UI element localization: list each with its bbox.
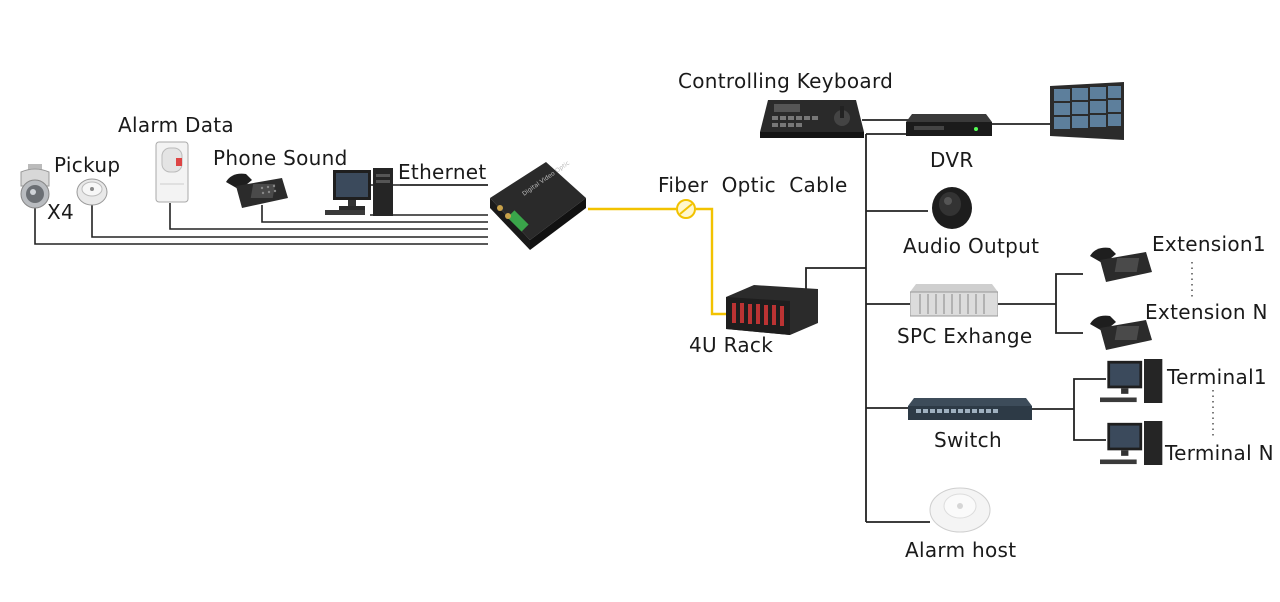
label-terminal-1: Terminal1 (1167, 365, 1267, 389)
label-switch: Switch (934, 428, 1002, 452)
desk-phone-icon (1090, 247, 1152, 282)
optical-transceiver-icon: Digital Video Optic (490, 160, 586, 250)
label-x4: X4 (47, 200, 75, 224)
alarm-detector-icon (155, 141, 189, 203)
label-controlling-keyboard: Controlling Keyboard (678, 69, 894, 93)
label-pickup: Pickup (54, 153, 121, 177)
pickup-microphone-icon (76, 178, 108, 206)
desk-phone-icon (226, 173, 288, 208)
label-phone-sound: Phone Sound (213, 146, 348, 170)
label-audio-output: Audio Output (903, 234, 1040, 258)
desktop-computer-icon (325, 168, 393, 216)
label-terminal-n: Terminal N (1165, 441, 1274, 465)
label-dvr: DVR (930, 148, 974, 172)
dvr-recorder-icon (906, 114, 992, 136)
alarm-host-icon (929, 487, 991, 533)
label-extension-1: Extension1 (1152, 232, 1266, 256)
desk-phone-icon (1090, 315, 1152, 350)
ptz-dome-camera-icon (20, 164, 50, 209)
fiber-connector-icon (676, 199, 696, 219)
network-switch-icon (908, 398, 1032, 420)
label-ethernet: Ethernet (398, 160, 487, 184)
label-4u-rack: 4U Rack (689, 333, 774, 357)
speaker-icon (932, 187, 972, 229)
desktop-computer-icon (1100, 421, 1163, 465)
label-alarm-host: Alarm host (905, 538, 1017, 562)
video-wall-icon (1050, 82, 1124, 140)
desktop-computer-icon (1100, 359, 1163, 403)
label-extension-n: Extension N (1145, 300, 1268, 324)
spc-exchange-icon (910, 284, 998, 317)
label-spc-exchange: SPC Exhange (897, 324, 1033, 348)
rack-chassis-icon (726, 285, 818, 335)
label-fiber-optic-cable: Fiber Optic Cable (658, 173, 848, 197)
label-alarm-data: Alarm Data (118, 113, 234, 137)
control-keyboard-icon (760, 100, 864, 138)
